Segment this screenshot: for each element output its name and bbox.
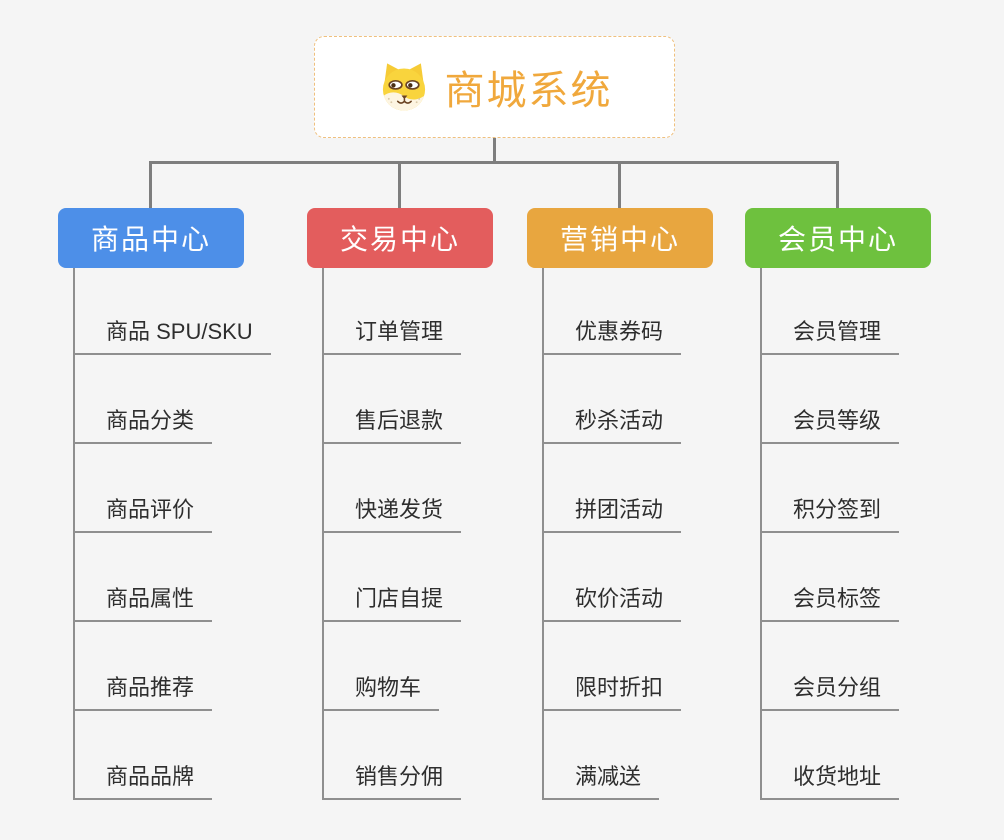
connector-bus bbox=[150, 161, 838, 164]
leaf-slot: 拼团活动 bbox=[542, 444, 682, 533]
leaf-item[interactable]: 满减送 bbox=[542, 759, 660, 800]
leaf-item[interactable]: 收货地址 bbox=[760, 759, 900, 800]
leaf-slot: 商品品牌 bbox=[73, 711, 213, 800]
leaf-item[interactable]: 门店自提 bbox=[322, 581, 462, 622]
leaf-slot: 售后退款 bbox=[322, 355, 462, 444]
leaf-item[interactable]: 销售分佣 bbox=[322, 759, 462, 800]
leaf-item[interactable]: 限时折扣 bbox=[542, 670, 682, 711]
leaf-slot: 积分签到 bbox=[760, 444, 900, 533]
branch-spine bbox=[542, 268, 544, 800]
leaf-slot: 会员等级 bbox=[760, 355, 900, 444]
leaf-item[interactable]: 商品属性 bbox=[73, 581, 213, 622]
leaf-list: 商品 SPU/SKU 商品分类 商品评价 商品属性 商品推荐 商品品牌 bbox=[73, 268, 308, 800]
branch-box-product[interactable]: 商品中心 bbox=[58, 208, 244, 268]
leaf-item[interactable]: 商品推荐 bbox=[73, 670, 213, 711]
branch-marketing-center: 营销中心 优惠券码 秒杀活动 拼团活动 砍价活动 限时折扣 满减送 bbox=[527, 208, 777, 800]
leaf-item[interactable]: 商品评价 bbox=[73, 492, 213, 533]
branch-product-center: 商品中心 商品 SPU/SKU 商品分类 商品评价 商品属性 商品推荐 商品品牌 bbox=[58, 208, 308, 800]
leaf-item[interactable]: 拼团活动 bbox=[542, 492, 682, 533]
connector-drop-member bbox=[836, 161, 839, 209]
branch-member-center: 会员中心 会员管理 会员等级 积分签到 会员标签 会员分组 收货地址 bbox=[745, 208, 995, 800]
leaf-slot: 订单管理 bbox=[322, 268, 462, 355]
branch-spine bbox=[73, 268, 75, 800]
connector-root-stub bbox=[493, 136, 496, 163]
branch-box-marketing[interactable]: 营销中心 bbox=[527, 208, 713, 268]
leaf-slot: 快递发货 bbox=[322, 444, 462, 533]
leaf-slot: 会员分组 bbox=[760, 622, 900, 711]
leaf-slot: 会员管理 bbox=[760, 268, 900, 355]
shiba-dog-icon bbox=[382, 63, 425, 111]
leaf-item[interactable]: 会员分组 bbox=[760, 670, 900, 711]
connector-drop-marketing bbox=[618, 161, 621, 209]
leaf-list: 优惠券码 秒杀活动 拼团活动 砍价活动 限时折扣 满减送 bbox=[542, 268, 777, 800]
leaf-slot: 商品 SPU/SKU bbox=[73, 268, 271, 355]
leaf-slot: 销售分佣 bbox=[322, 711, 462, 800]
leaf-item[interactable]: 订单管理 bbox=[322, 314, 462, 355]
leaf-slot: 限时折扣 bbox=[542, 622, 682, 711]
leaf-slot: 秒杀活动 bbox=[542, 355, 682, 444]
leaf-item[interactable]: 商品品牌 bbox=[73, 759, 213, 800]
leaf-item[interactable]: 优惠券码 bbox=[542, 314, 682, 355]
branch-label: 商品中心 bbox=[90, 224, 211, 255]
leaf-item[interactable]: 会员标签 bbox=[760, 581, 900, 622]
branch-label: 交易中心 bbox=[339, 224, 460, 255]
leaf-slot: 商品推荐 bbox=[73, 622, 213, 711]
leaf-slot: 商品分类 bbox=[73, 355, 213, 444]
leaf-slot: 会员标签 bbox=[760, 533, 900, 622]
leaf-item[interactable]: 商品分类 bbox=[73, 403, 213, 444]
leaf-item[interactable]: 快递发货 bbox=[322, 492, 462, 533]
leaf-item[interactable]: 购物车 bbox=[322, 670, 440, 711]
leaf-slot: 砍价活动 bbox=[542, 533, 682, 622]
root-title: 商城系统 bbox=[444, 69, 613, 113]
leaf-list: 会员管理 会员等级 积分签到 会员标签 会员分组 收货地址 bbox=[760, 268, 995, 800]
root-node[interactable]: 商城系统 bbox=[314, 36, 675, 138]
leaf-slot: 满减送 bbox=[542, 711, 660, 800]
leaf-item[interactable]: 售后退款 bbox=[322, 403, 462, 444]
leaf-slot: 收货地址 bbox=[760, 711, 900, 800]
branch-box-trade[interactable]: 交易中心 bbox=[307, 208, 493, 268]
leaf-item[interactable]: 积分签到 bbox=[760, 492, 900, 533]
leaf-item[interactable]: 会员等级 bbox=[760, 403, 900, 444]
branch-label: 会员中心 bbox=[777, 224, 898, 255]
leaf-item[interactable]: 砍价活动 bbox=[542, 581, 682, 622]
branch-spine bbox=[322, 268, 324, 800]
connector-drop-product bbox=[149, 161, 152, 209]
branch-trade-center: 交易中心 订单管理 售后退款 快递发货 门店自提 购物车 销售分佣 bbox=[307, 208, 557, 800]
leaf-item[interactable]: 秒杀活动 bbox=[542, 403, 682, 444]
leaf-slot: 门店自提 bbox=[322, 533, 462, 622]
leaf-slot: 优惠券码 bbox=[542, 268, 682, 355]
branch-spine bbox=[760, 268, 762, 800]
leaf-list: 订单管理 售后退款 快递发货 门店自提 购物车 销售分佣 bbox=[322, 268, 557, 800]
connector-drop-trade bbox=[398, 161, 401, 209]
leaf-item[interactable]: 会员管理 bbox=[760, 314, 900, 355]
leaf-slot: 购物车 bbox=[322, 622, 440, 711]
leaf-slot: 商品属性 bbox=[73, 533, 213, 622]
leaf-slot: 商品评价 bbox=[73, 444, 213, 533]
branch-label: 营销中心 bbox=[559, 224, 680, 255]
branch-box-member[interactable]: 会员中心 bbox=[745, 208, 931, 268]
leaf-item[interactable]: 商品 SPU/SKU bbox=[73, 314, 271, 355]
